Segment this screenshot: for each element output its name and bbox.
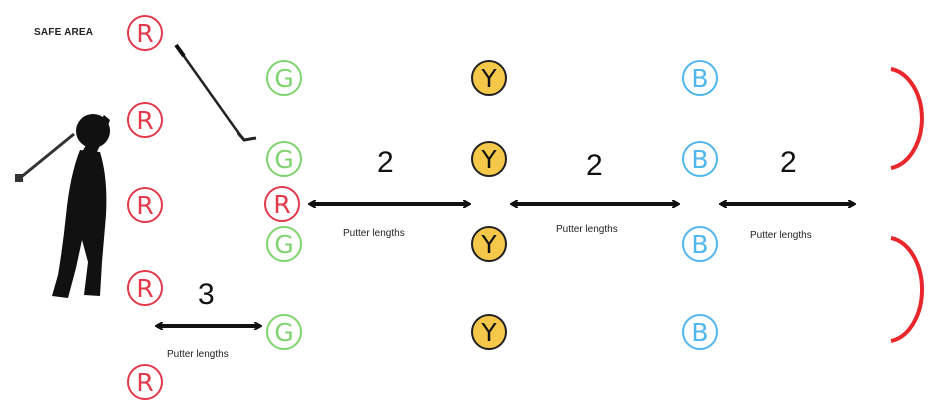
- golf-club-icon: [174, 43, 257, 142]
- distance-value: 2: [377, 146, 394, 179]
- distance-unit-label: Putter lengths: [556, 224, 618, 235]
- red-marker: R: [127, 187, 163, 223]
- distance-value: 3: [198, 278, 215, 311]
- safe-area-label: SAFE AREA: [34, 27, 94, 38]
- distance-unit-label: Putter lengths: [750, 230, 812, 241]
- distance-value: 2: [780, 146, 797, 179]
- red-marker: R: [264, 186, 300, 222]
- red-marker: R: [127, 270, 163, 306]
- distance-unit-label: Putter lengths: [167, 349, 229, 360]
- hole-arc-icon: [890, 236, 924, 343]
- yellow-marker: Y: [471, 60, 507, 96]
- golfer-club-icon: [15, 132, 75, 182]
- golfer-silhouette-icon: [52, 114, 110, 298]
- red-marker: R: [127, 15, 163, 51]
- red-marker: R: [127, 102, 163, 138]
- blue-marker: B: [682, 314, 718, 350]
- yellow-marker: Y: [471, 314, 507, 350]
- hole-arc-icon: [890, 67, 924, 170]
- blue-marker: B: [682, 60, 718, 96]
- distance-value: 2: [586, 149, 603, 182]
- yellow-marker: Y: [471, 226, 507, 262]
- red-marker: R: [127, 364, 163, 400]
- green-marker: G: [266, 141, 302, 177]
- yellow-marker: Y: [471, 141, 507, 177]
- distance-unit-label: Putter lengths: [343, 228, 405, 239]
- green-marker: G: [266, 226, 302, 262]
- blue-marker: B: [682, 141, 718, 177]
- green-marker: G: [266, 314, 302, 350]
- blue-marker: B: [682, 226, 718, 262]
- green-marker: G: [266, 60, 302, 96]
